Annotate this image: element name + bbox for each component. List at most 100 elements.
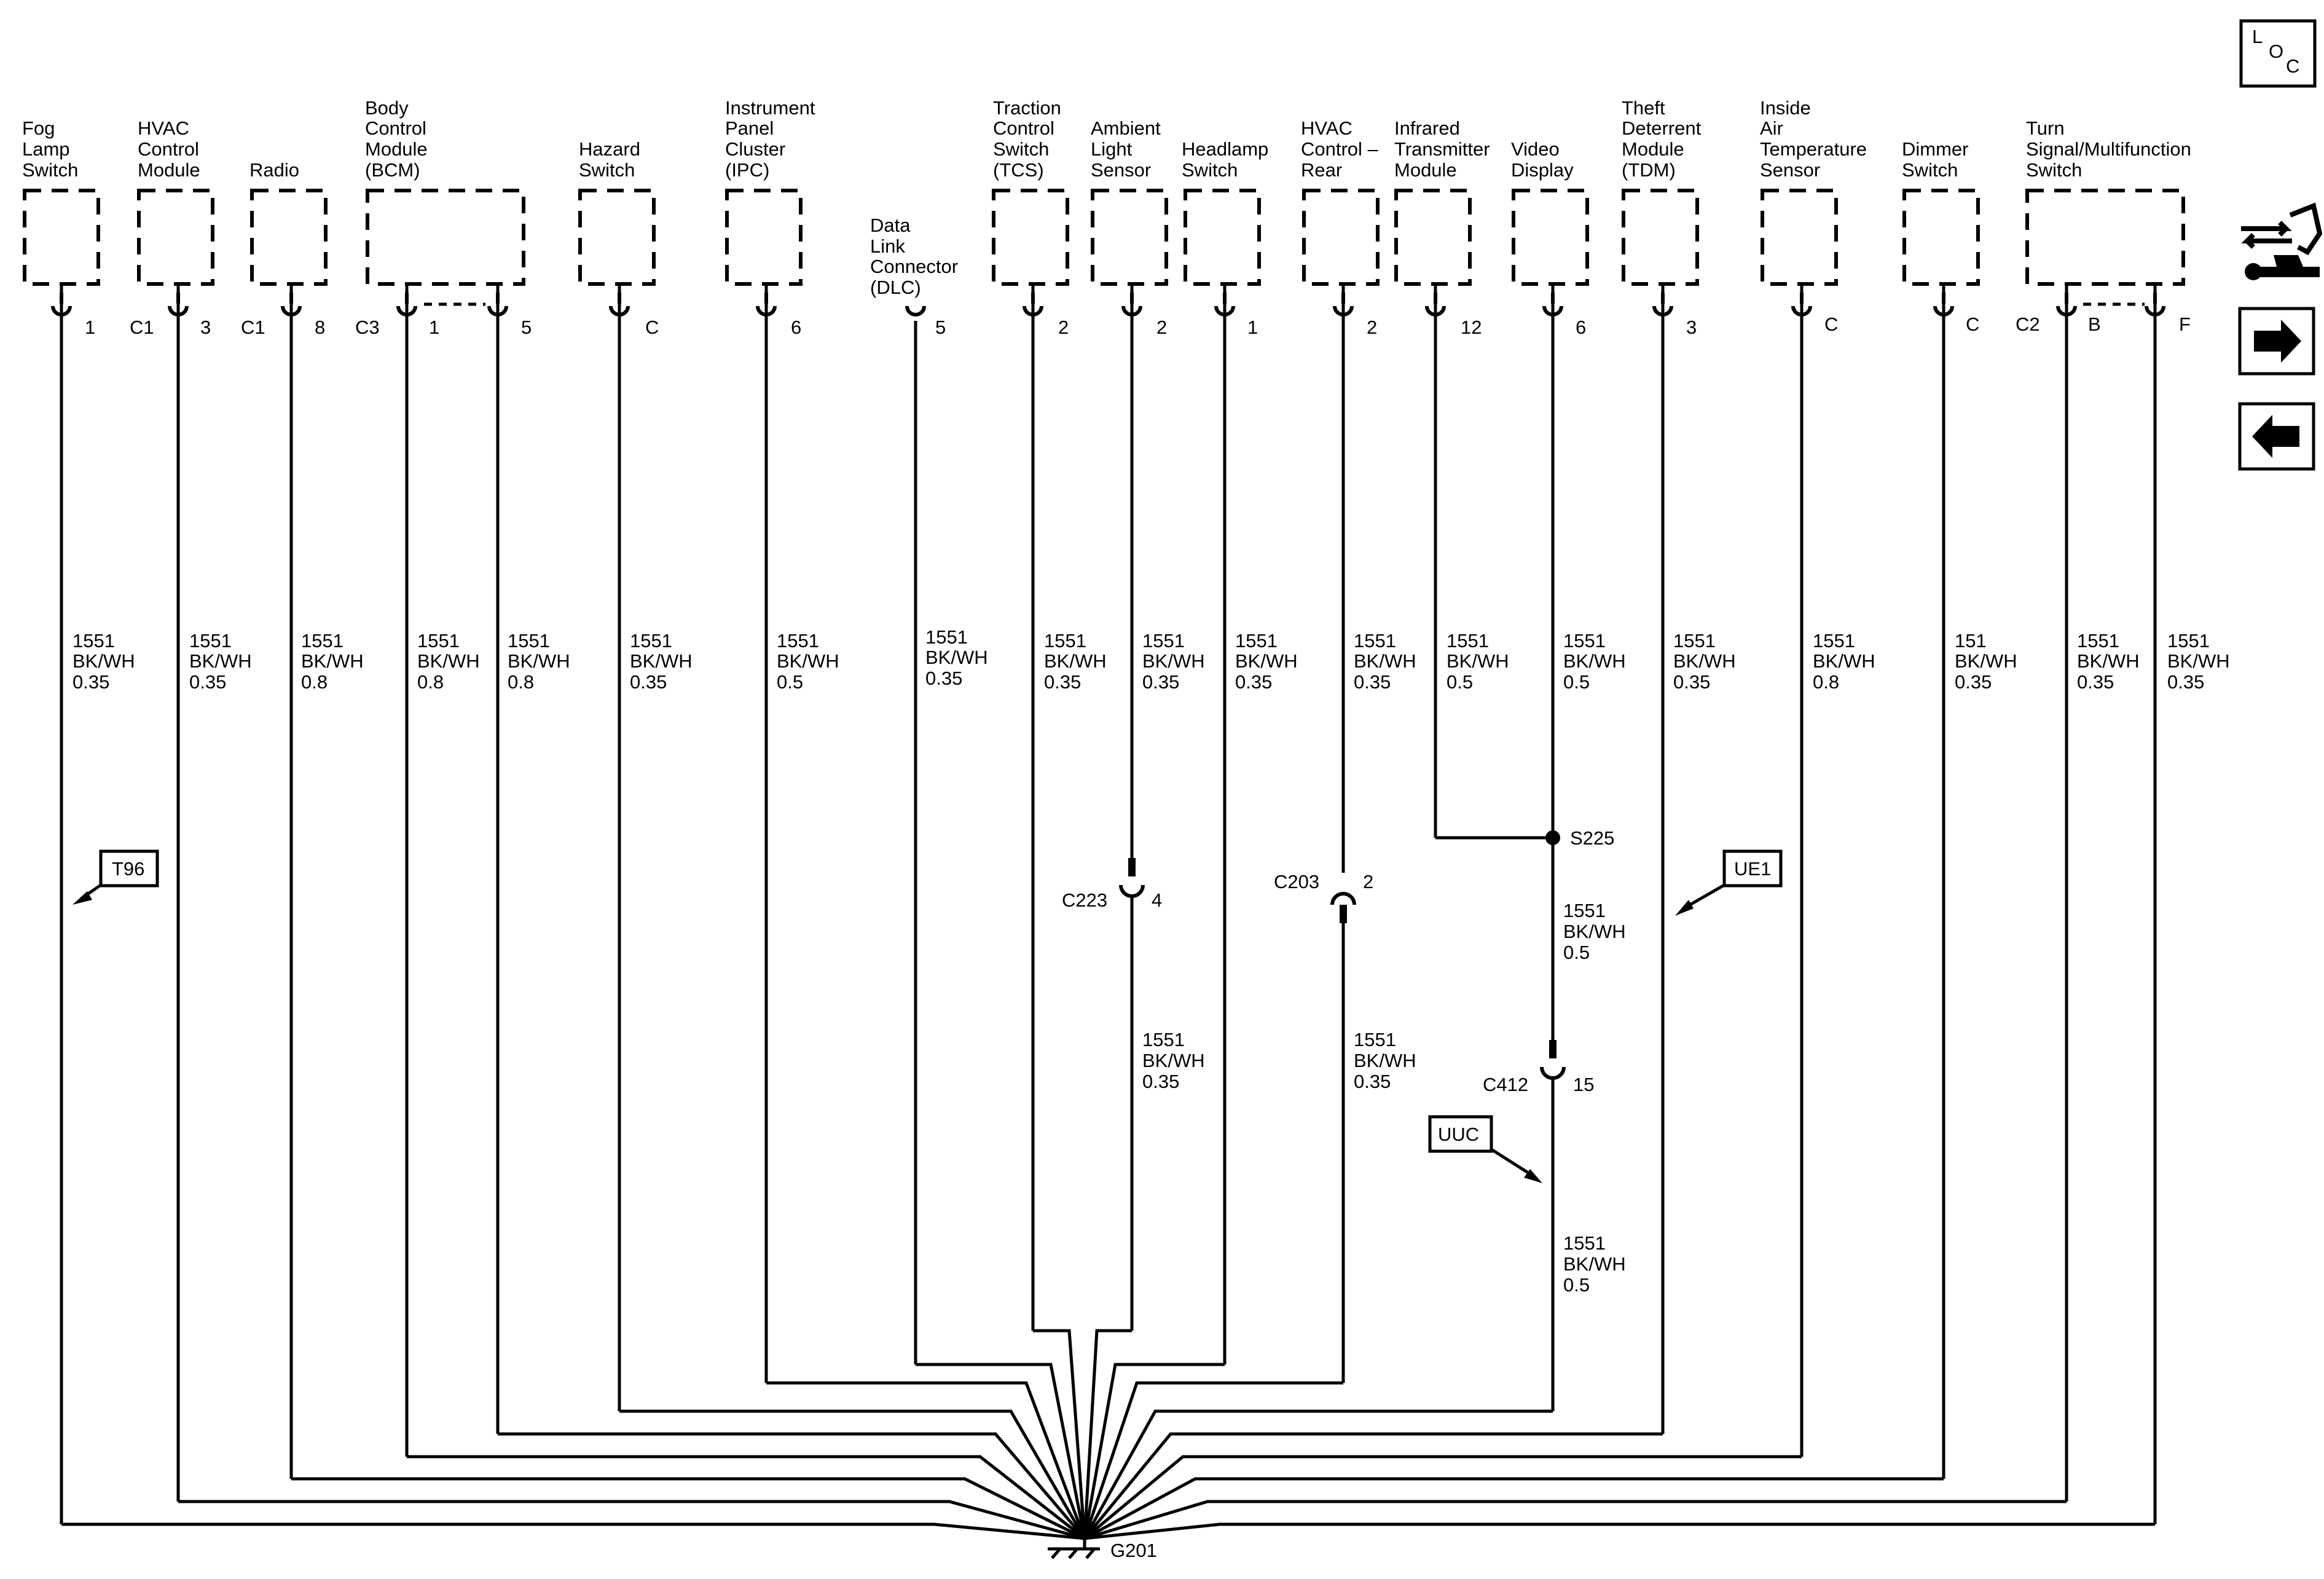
component-inside-air-temp-sensor-label: Inside Air Temperature Sensor bbox=[1760, 97, 1872, 181]
component-dlc-label: Data Link Connector (DLC) bbox=[870, 215, 964, 298]
ground-g201-label: G201 bbox=[1110, 1540, 1157, 1561]
pin-label: 5 bbox=[935, 317, 946, 338]
pin-label: 2 bbox=[1367, 317, 1377, 338]
component-turn-signal-switch-label: Turn Signal/Multifunction Switch bbox=[2026, 117, 2196, 181]
next-page-arrow-icon[interactable] bbox=[2238, 307, 2315, 376]
component-box-ambient-light-sensor bbox=[1091, 189, 1168, 286]
component-video-display-label: Video Display bbox=[1511, 138, 1574, 181]
connector-label: C3 bbox=[355, 317, 380, 338]
component-hazard-switch-label: Hazard Switch bbox=[579, 138, 646, 181]
component-box-hazard-switch bbox=[578, 189, 656, 286]
loc-letter-l: L bbox=[2252, 26, 2263, 47]
component-box-turn-signal-switch bbox=[2025, 189, 2185, 286]
component-box-dimmer-switch bbox=[1902, 189, 1980, 286]
component-tcs-label: Traction Control Switch (TCS) bbox=[993, 97, 1066, 181]
inline-connector-c223-pin: 4 bbox=[1152, 889, 1162, 911]
option-tag-t96[interactable]: T96 bbox=[73, 849, 159, 905]
ground-bus bbox=[61, 1329, 2155, 1540]
pin-label: 1 bbox=[1247, 317, 1258, 338]
inline-connector-c203 bbox=[1330, 892, 1356, 923]
option-tag-uuc[interactable]: UUC bbox=[1428, 1115, 1542, 1183]
ground-symbol-g201 bbox=[1048, 1538, 1100, 1559]
vertical-wires bbox=[60, 284, 2157, 1524]
connector-label: C1 bbox=[130, 317, 154, 338]
inline-connector-c412 bbox=[1540, 1040, 1566, 1080]
pin-label: C bbox=[645, 317, 659, 338]
component-views-icon[interactable] bbox=[2241, 202, 2323, 280]
component-box-tcs bbox=[992, 189, 1069, 286]
component-box-infrared-transmitter bbox=[1394, 189, 1472, 286]
pin-label: 5 bbox=[521, 317, 532, 338]
inline-connector-c203-pin: 2 bbox=[1363, 871, 1373, 892]
previous-page-arrow-icon[interactable] bbox=[2238, 402, 2315, 471]
component-box-inside-air-temp-sensor bbox=[1761, 189, 1838, 286]
pin-label: 2 bbox=[1058, 317, 1069, 338]
pin-label: 12 bbox=[1461, 317, 1482, 338]
pin-label: 8 bbox=[315, 317, 325, 338]
pin-label: 1 bbox=[429, 317, 439, 338]
pin-label: 2 bbox=[1156, 317, 1167, 338]
component-infrared-transmitter-module-label: Infrared Transmitter Module bbox=[1394, 117, 1495, 181]
component-box-tdm bbox=[1622, 189, 1699, 286]
component-box-hvac-control-rear bbox=[1302, 189, 1380, 286]
component-fog-lamp-switch-label: Fog Lamp Switch bbox=[22, 117, 78, 181]
pin-label: B bbox=[2088, 313, 2101, 335]
svg-text:UE1: UE1 bbox=[1734, 858, 1771, 880]
pin-label: 6 bbox=[1576, 317, 1586, 338]
svg-text:UUC: UUC bbox=[1438, 1124, 1479, 1145]
connector-pin-symbols bbox=[51, 293, 2165, 317]
inline-connector-c203-name: C203 bbox=[1274, 871, 1319, 892]
component-box-bcm bbox=[366, 189, 525, 286]
inline-connector-c412-pin: 15 bbox=[1573, 1074, 1594, 1095]
pin-label: F bbox=[2179, 313, 2191, 335]
option-tag-ue1[interactable]: UE1 bbox=[1675, 849, 1783, 916]
inline-connector-c223 bbox=[1119, 858, 1145, 898]
component-dimmer-switch-label: Dimmer Switch bbox=[1902, 138, 1974, 181]
pin-label: 3 bbox=[1686, 317, 1697, 338]
pin-label: 3 bbox=[200, 317, 211, 338]
splice-s225-label: S225 bbox=[1570, 827, 1614, 849]
component-box-headlamp-switch bbox=[1184, 189, 1261, 286]
component-ipc-label: Instrument Panel Cluster (IPC) bbox=[725, 97, 820, 181]
component-box-fog-lamp-switch bbox=[23, 189, 100, 286]
component-tdm-label: Theft Deterrent Module (TDM) bbox=[1622, 97, 1706, 181]
component-ambient-light-sensor-label: Ambient Light Sensor bbox=[1091, 117, 1166, 181]
svg-text:T96: T96 bbox=[112, 858, 144, 880]
pin-label: C bbox=[1824, 313, 1838, 335]
inline-connector-c412-name: C412 bbox=[1483, 1074, 1528, 1095]
component-headlamp-switch-label: Headlamp Switch bbox=[1182, 138, 1274, 181]
connector-label: C1 bbox=[241, 317, 265, 338]
component-box-hvac-control-module bbox=[137, 189, 214, 286]
connector-label: C2 bbox=[2016, 313, 2040, 335]
loc-letter-o: O bbox=[2269, 41, 2283, 62]
splice-s225-dot bbox=[1545, 830, 1560, 845]
pin-label: 6 bbox=[791, 317, 801, 338]
loc-button[interactable]: L O C bbox=[2239, 19, 2317, 88]
inline-connector-c223-name: C223 bbox=[1062, 889, 1107, 911]
component-box-video-display bbox=[1512, 189, 1589, 286]
component-box-ipc bbox=[725, 189, 803, 286]
component-radio-label: Radio bbox=[249, 159, 299, 181]
